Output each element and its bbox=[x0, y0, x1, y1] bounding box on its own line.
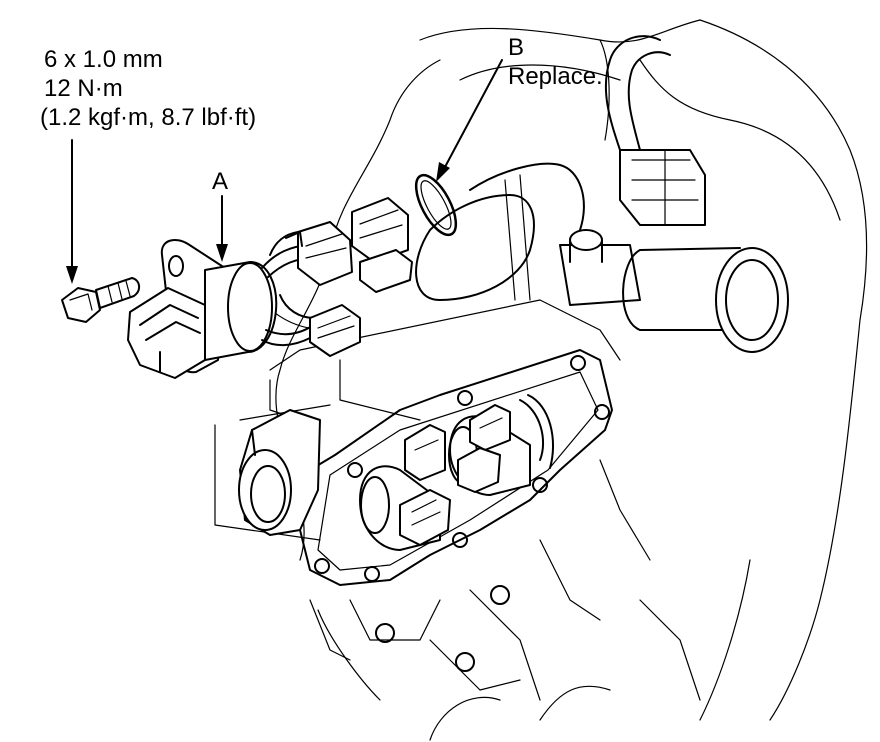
callout-a-letter: A bbox=[212, 168, 229, 195]
speed-sensor-a bbox=[127, 197, 413, 379]
sensor-bolt bbox=[61, 277, 140, 323]
lower-housing-details bbox=[309, 459, 701, 701]
transmission-housing bbox=[214, 19, 868, 741]
solenoid-gasket-plate bbox=[299, 349, 613, 586]
bolt-torque-alt-label: (1.2 kgf·m, 8.7 lbf·ft) bbox=[40, 104, 257, 131]
o-ring-b bbox=[414, 173, 458, 237]
output-flange bbox=[238, 409, 321, 536]
callout-b-note: Replace. bbox=[508, 63, 603, 90]
bolt-torque-nm-label: 12 N·m bbox=[44, 75, 123, 102]
leader-lines bbox=[66, 59, 503, 284]
callout-b-letter: B bbox=[508, 34, 525, 61]
bolt-size-label: 6 x 1.0 mm bbox=[44, 46, 163, 73]
